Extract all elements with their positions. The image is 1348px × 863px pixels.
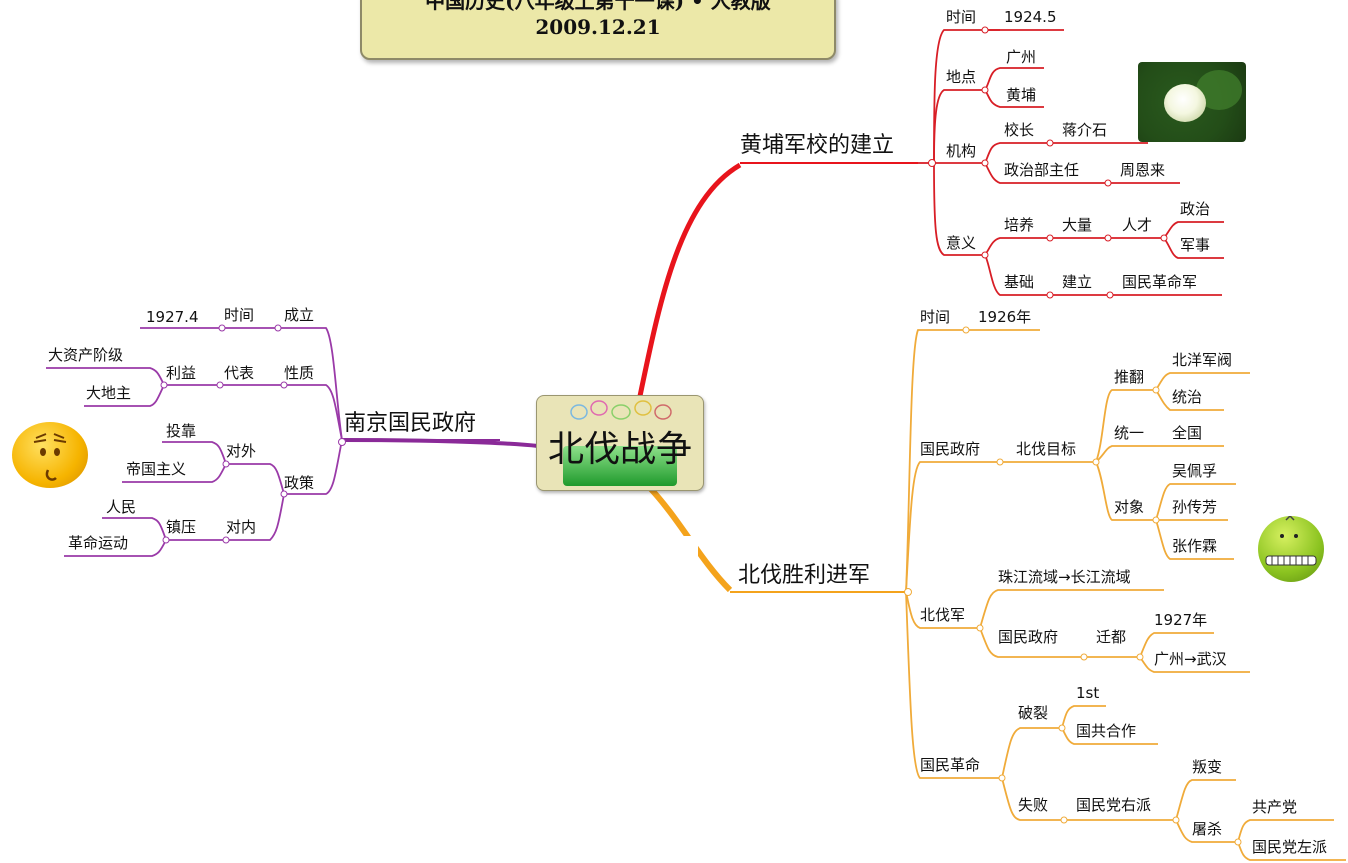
beifa-nodes bbox=[904, 326, 1242, 846]
green-smiley-icon bbox=[1258, 514, 1324, 582]
nanjing-found-value: 1927.4 bbox=[146, 308, 199, 326]
beifa-goal: 北伐目标 bbox=[1016, 440, 1076, 458]
beifa-target-label: 对象 bbox=[1114, 498, 1144, 516]
huangpu-place-1: 广州 bbox=[1006, 48, 1036, 66]
beifa-fail-party: 国民党右派 bbox=[1076, 796, 1151, 814]
nanjing-nature-1: 大资产阶级 bbox=[48, 346, 123, 364]
beifa-target-3: 张作霖 bbox=[1172, 537, 1217, 555]
nanjing-outer-label: 对外 bbox=[226, 442, 256, 460]
beifa-army-year: 1927年 bbox=[1154, 611, 1207, 629]
nanjing-nature-label: 性质 bbox=[284, 364, 314, 382]
nanjing-title: 南京国民政府 bbox=[344, 411, 476, 436]
beifa-army-move: 迁都 bbox=[1096, 628, 1126, 646]
beifa-time-value: 1926年 bbox=[978, 308, 1031, 326]
huangpu-place-label: 地点 bbox=[946, 68, 976, 86]
beifa-rupture-label: 破裂 bbox=[1018, 704, 1048, 722]
huangpu-org-label: 机构 bbox=[946, 142, 976, 160]
label-mask bbox=[490, 536, 698, 570]
beifa-massacre-2: 国民党左派 bbox=[1252, 838, 1327, 856]
huangpu-principal-label: 校长 bbox=[1004, 121, 1034, 139]
huangpu-title: 黄埔军校的建立 bbox=[740, 133, 894, 158]
center-label: 北伐战争 bbox=[547, 429, 692, 470]
center-green-block bbox=[563, 446, 677, 486]
huangpu-time-value: 1924.5 bbox=[1004, 8, 1057, 26]
huangpu-train-label: 培养 bbox=[1004, 216, 1034, 234]
beifa-overthrow-2: 统治 bbox=[1172, 388, 1202, 406]
lotus-flower-photo bbox=[1138, 62, 1246, 142]
huangpu-time-label: 时间 bbox=[946, 8, 976, 26]
beifa-time-label: 时间 bbox=[920, 308, 950, 326]
balloons-icon bbox=[570, 400, 672, 420]
nanjing-inner-label: 对内 bbox=[226, 518, 256, 536]
huangpu-train-mid: 大量 bbox=[1062, 216, 1092, 234]
lotus-flower-icon bbox=[1164, 84, 1206, 122]
huangpu-principal-value: 蒋介石 bbox=[1062, 121, 1107, 139]
nanjing-nature-interest: 利益 bbox=[166, 364, 196, 382]
nanjing-nodes bbox=[160, 324, 346, 544]
huangpu-place-2: 黄埔 bbox=[1006, 86, 1036, 104]
confused-smiley-icon bbox=[12, 422, 88, 488]
nanjing-policy-label: 政策 bbox=[284, 474, 314, 492]
beifa-title: 北伐胜利进军 bbox=[738, 563, 870, 588]
nanjing-outer-1: 投靠 bbox=[166, 422, 196, 440]
beifa-unify-label: 统一 bbox=[1114, 424, 1144, 442]
center-topic: 北伐战争 bbox=[536, 395, 704, 491]
nanjing-inner-1: 人民 bbox=[106, 498, 136, 516]
nanjing-outer-2: 帝国主义 bbox=[126, 460, 186, 478]
beifa-unify-value: 全国 bbox=[1172, 424, 1202, 442]
beifa-gov-label: 国民政府 bbox=[920, 440, 980, 458]
green-smiley-face bbox=[1265, 514, 1317, 566]
beifa-target-1: 吴佩孚 bbox=[1172, 462, 1217, 480]
beifa-army-label: 北伐军 bbox=[920, 606, 965, 624]
beifa-fail-mutiny: 叛变 bbox=[1192, 758, 1222, 776]
title-line-2: 2009.12.21 bbox=[535, 15, 661, 39]
huangpu-links bbox=[918, 29, 1224, 296]
confused-smiley-face bbox=[33, 433, 67, 481]
huangpu-train-talent: 人才 bbox=[1122, 216, 1152, 234]
huangpu-political-value: 周恩来 bbox=[1120, 161, 1165, 179]
huangpu-train-military: 军事 bbox=[1180, 236, 1210, 254]
nanjing-found-label: 成立 bbox=[284, 306, 314, 324]
nanjing-found-time: 时间 bbox=[224, 306, 254, 324]
beifa-massacre-label: 屠杀 bbox=[1192, 820, 1222, 838]
beifa-links bbox=[905, 329, 1346, 861]
nanjing-inner-suppress: 镇压 bbox=[166, 518, 196, 536]
nanjing-nature-rep: 代表 bbox=[224, 364, 254, 382]
beifa-target-2: 孙传芳 bbox=[1172, 498, 1217, 516]
title-line-1: 中国历史(八年级上第十一课) • 人教版 bbox=[425, 0, 771, 13]
beifa-overthrow-label: 推翻 bbox=[1114, 368, 1144, 386]
huangpu-train-politics: 政治 bbox=[1180, 200, 1210, 218]
beifa-rupture-first: 1st bbox=[1076, 684, 1099, 702]
huangpu-base-value: 国民革命军 bbox=[1122, 273, 1197, 291]
huangpu-political-label: 政治部主任 bbox=[1004, 161, 1079, 179]
nanjing-links bbox=[46, 327, 343, 557]
beifa-rupture-coop: 国共合作 bbox=[1076, 722, 1136, 740]
beifa-army-where: 广州→武汉 bbox=[1154, 650, 1227, 668]
huangpu-nodes bbox=[928, 26, 1168, 299]
beifa-army-gov: 国民政府 bbox=[998, 628, 1058, 646]
nanjing-inner-2: 革命运动 bbox=[68, 534, 128, 552]
huangpu-meaning-label: 意义 bbox=[946, 234, 976, 252]
title-box: 中国历史(八年级上第十一课) • 人教版 2009.12.21 bbox=[360, 0, 836, 60]
beifa-massacre-1: 共产党 bbox=[1252, 798, 1297, 816]
huangpu-base-mid: 建立 bbox=[1062, 273, 1092, 291]
beifa-overthrow-1: 北洋军阀 bbox=[1172, 351, 1232, 369]
beifa-army-route: 珠江流域→长江流域 bbox=[998, 568, 1131, 586]
nanjing-nature-2: 大地主 bbox=[86, 384, 131, 402]
branch-huangpu bbox=[637, 162, 742, 397]
huangpu-base-label: 基础 bbox=[1004, 273, 1034, 291]
beifa-fail-label: 失败 bbox=[1018, 796, 1048, 814]
beifa-revolution-label: 国民革命 bbox=[920, 756, 980, 774]
